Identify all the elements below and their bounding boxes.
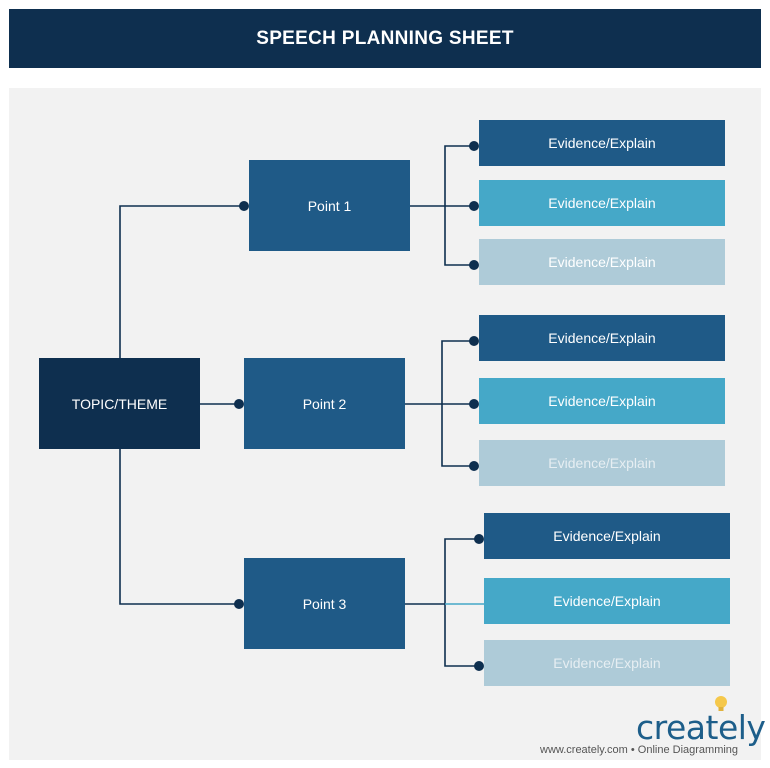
evidence-label: Evidence/Explain (553, 528, 661, 544)
evidence-label: Evidence/Explain (548, 135, 656, 151)
connector-dot (469, 461, 479, 471)
evidence-label: Evidence/Explain (548, 254, 656, 270)
connector-dot (474, 661, 484, 671)
point-2-box[interactable]: Point 2 (244, 358, 405, 449)
evidence-box[interactable]: Evidence/Explain (479, 315, 725, 361)
evidence-box[interactable]: Evidence/Explain (479, 378, 725, 424)
point-2-label: Point 2 (302, 395, 347, 412)
connector-point-3-evidence (444, 538, 479, 667)
evidence-box[interactable]: Evidence/Explain (479, 440, 725, 486)
evidence-label: Evidence/Explain (548, 393, 656, 409)
footer-text: www.creately.com • Online Diagramming (540, 744, 739, 756)
connector-dot (469, 260, 479, 270)
connector-dot (234, 399, 244, 409)
point-1-label: Point 1 (307, 197, 352, 214)
evidence-label: Evidence/Explain (548, 195, 656, 211)
evidence-label: Evidence/Explain (553, 593, 661, 609)
evidence-label: Evidence/Explain (553, 655, 661, 671)
evidence-box[interactable]: Evidence/Explain (484, 640, 730, 686)
point-3-label: Point 3 (302, 595, 347, 612)
connector-topic-point-3 (119, 449, 239, 605)
point-1-box[interactable]: Point 1 (249, 160, 410, 251)
evidence-box[interactable]: Evidence/Explain (479, 120, 725, 166)
connector-dot (469, 399, 479, 409)
connector-dot (474, 534, 484, 544)
evidence-box[interactable]: Evidence/Explain (479, 180, 725, 226)
page-title: SPEECH PLANNING SHEET (256, 27, 514, 49)
topic-box[interactable]: TOPIC/THEME (39, 358, 200, 449)
evidence-label: Evidence/Explain (548, 330, 656, 346)
evidence-box[interactable]: Evidence/Explain (484, 578, 730, 624)
connector-dot (469, 201, 479, 211)
connector-topic-point-1 (119, 205, 244, 358)
connector-dot (469, 141, 479, 151)
creately-logo: creately (636, 708, 766, 747)
title-bar: SPEECH PLANNING SHEET (9, 9, 761, 68)
lightbulb-icon (715, 696, 727, 711)
evidence-box[interactable]: Evidence/Explain (484, 513, 730, 559)
evidence-box[interactable]: Evidence/Explain (479, 239, 725, 285)
connector-dot (469, 336, 479, 346)
evidence-label: Evidence/Explain (548, 455, 656, 471)
topic-label: TOPIC/THEME (71, 395, 168, 412)
point-3-box[interactable]: Point 3 (244, 558, 405, 649)
connector-dot (239, 201, 249, 211)
connector-dot (234, 599, 244, 609)
